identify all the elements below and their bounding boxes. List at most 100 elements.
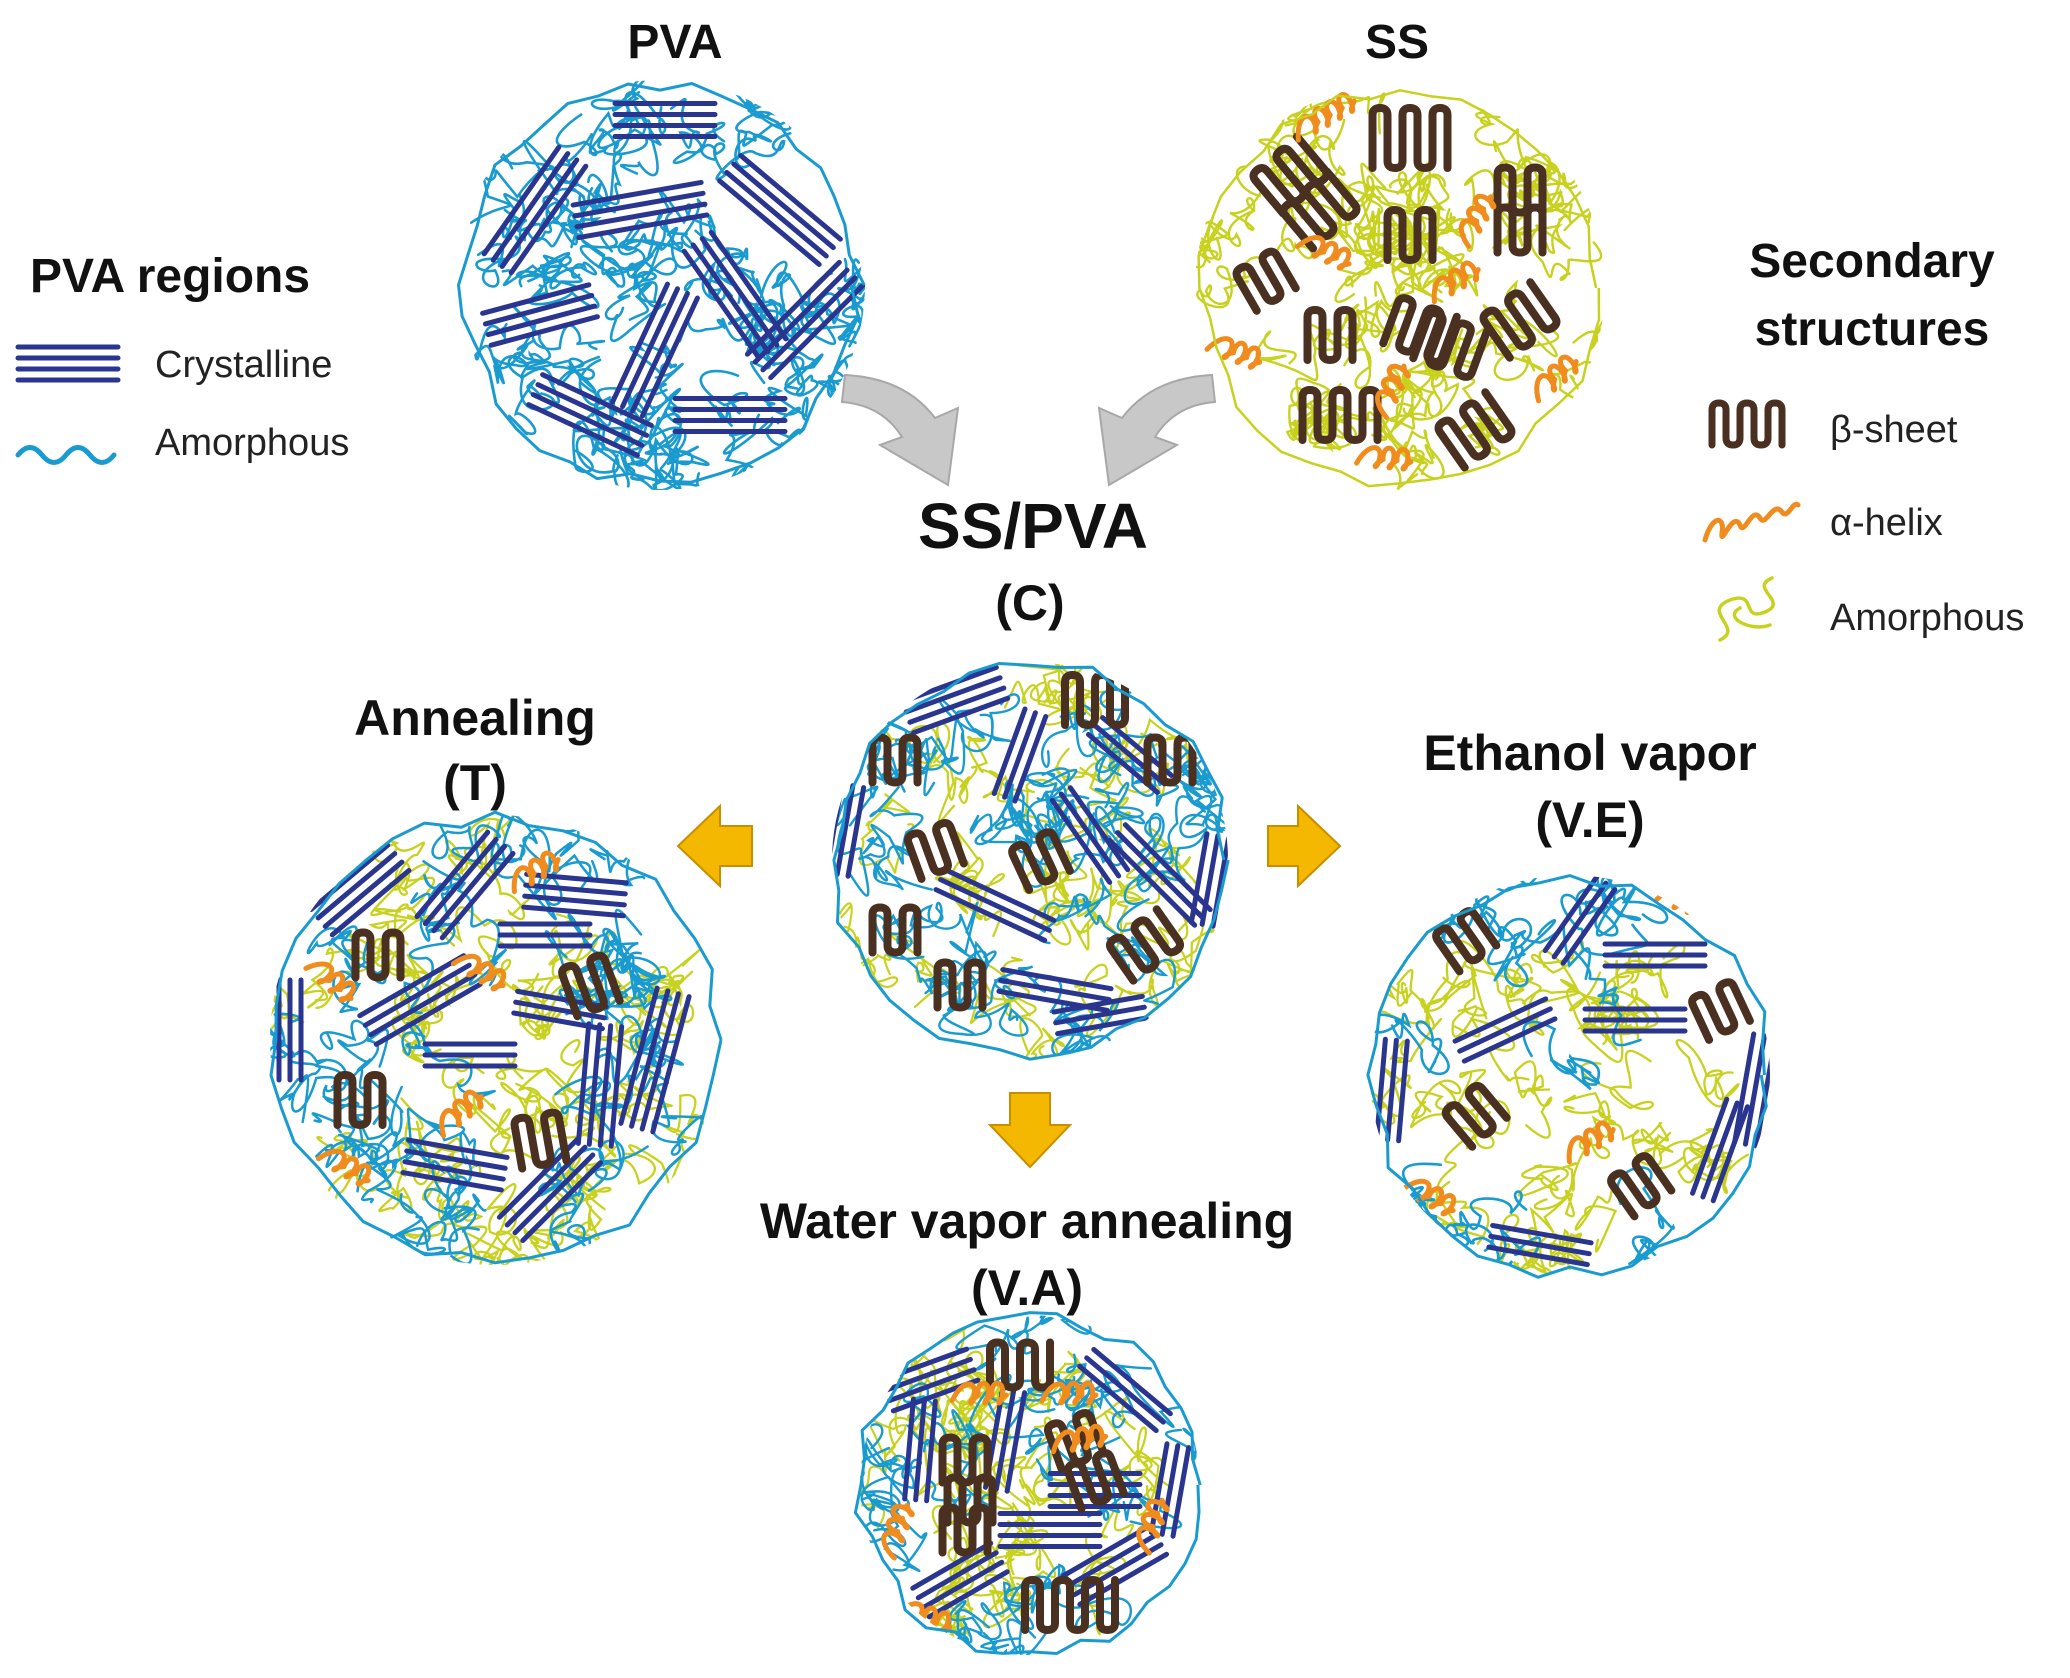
secondary-legend: Secondary structures β-sheet α-helix Amo… (1702, 235, 2024, 642)
beta-sheet (1493, 203, 1547, 257)
alpha-helix (1039, 1380, 1099, 1406)
alpha-helix (315, 1148, 372, 1187)
pva-amorphous-chain (977, 1563, 1065, 1641)
pva-amorphous-chain (594, 951, 660, 1007)
ss-amorphous-chain (1563, 1091, 1663, 1167)
ss-amorphous-chain (1105, 1449, 1169, 1517)
blend-particle (832, 662, 1230, 1061)
pva-amorphous-label: Amorphous (155, 422, 349, 464)
alpha-helix (303, 961, 356, 1003)
pva-amorphous-chain (1086, 781, 1146, 828)
secondary-legend-title-1: Secondary (1749, 235, 1995, 288)
beta-sheet-icon (1708, 399, 1786, 449)
crystalline-lines-icon (15, 344, 121, 383)
pva-amorphous-chain (1370, 1012, 1450, 1076)
crystalline-lamella (1486, 1222, 1594, 1268)
crystalline-lamella (480, 282, 600, 348)
crystalline-lamella (910, 1540, 1010, 1620)
beta-sheet (1368, 104, 1452, 172)
ss-amorphous-chain (1530, 940, 1617, 1045)
ss-amorphous-chain (1032, 898, 1087, 946)
crystalline-lamella (575, 1021, 625, 1149)
pva-amorphous-chain (639, 1041, 703, 1156)
beta-sheet (903, 819, 968, 883)
ss-amorphous-chain (1675, 1039, 1740, 1108)
ss-amorphous-chain (1574, 1179, 1618, 1253)
ss-amorphous-chain (1195, 165, 1263, 264)
beta-sheet (1298, 386, 1382, 444)
ss-amorphous-chain (1003, 679, 1076, 715)
beta-sheet (1441, 1081, 1511, 1151)
crystalline-lamella (1452, 996, 1558, 1064)
pva-amorphous-chain (873, 913, 913, 952)
ethanol-code: (V.E) (1535, 792, 1644, 848)
pva-amorphous-chain (885, 901, 989, 995)
ss-amorphous-chain (1343, 308, 1372, 390)
ss-amorphous-chain (1069, 874, 1141, 951)
alpha-helix-icon (1702, 501, 1801, 543)
pva-amorphous-chain (1021, 802, 1078, 888)
pva-amorphous-chain (1023, 1353, 1087, 1413)
pva-amorphous-chain (858, 785, 924, 879)
beta-sheet (1688, 978, 1754, 1044)
pva-amorphous-chain (873, 845, 933, 891)
pva-amorphous-chain (1001, 794, 1090, 837)
ss-amorphous-chain (1275, 204, 1313, 260)
pva-amorphous-chain (1094, 805, 1125, 867)
crystalline-lamella (1374, 1036, 1410, 1144)
ss-amorphous-chain (832, 902, 899, 988)
ss-to-blend-arrow (1097, 373, 1217, 487)
crystalline-lamella (422, 1041, 518, 1069)
ss-amorphous-chain (1255, 323, 1324, 382)
pva-legend-title: PVA regions (30, 250, 310, 303)
ethanol-title: Ethanol vapor (1423, 725, 1756, 781)
crystalline-lamella (1542, 875, 1618, 966)
beta-sheet (1063, 1449, 1128, 1513)
pva-amorphous-chain (1036, 791, 1107, 874)
crystalline-lamella (481, 144, 589, 276)
pva-amorphous-chain (1616, 1166, 1675, 1266)
ss-amorphous-chain (1566, 959, 1640, 1064)
pva-amorphous-chain (319, 1019, 390, 1072)
crystalline-lamella (902, 1396, 938, 1504)
amorphous-wave-icon (15, 445, 117, 465)
beta-sheet (868, 733, 922, 787)
pva-amorphous-chain (1594, 885, 1669, 937)
crystalline-lamella (570, 179, 710, 241)
water-code: (V.A) (971, 1260, 1083, 1316)
crystalline-lamella (400, 1137, 510, 1193)
blend-boundary (832, 662, 1230, 1061)
alpha-helix (439, 1089, 484, 1139)
beta-sheet (1303, 306, 1357, 364)
beta-sheet (1105, 905, 1185, 985)
crystalline-lamella (832, 781, 867, 879)
ss-amorphous-chain (1018, 1452, 1072, 1508)
ss-amorphous-chain (1688, 1127, 1750, 1195)
pva-amorphous-chain (470, 152, 554, 224)
ss-amorphous-boundary (1197, 89, 1601, 488)
crystalline-lamella (612, 101, 718, 139)
crystalline-lamella (618, 985, 692, 1135)
beta-sheet (1021, 1576, 1119, 1634)
pva-amorphous-chain (270, 1012, 301, 1059)
pva-amorphous-chain (507, 349, 601, 411)
pva-amorphous-chain (882, 901, 997, 968)
pva-amorphous-chain (515, 251, 572, 304)
pva-amorphous-chain (968, 1637, 1021, 1655)
beta-sheet (558, 951, 624, 1021)
ss-amorphous-chain (1368, 215, 1466, 276)
ss-amorphous-chain (1022, 850, 1090, 905)
pva-amorphous-chain (924, 968, 973, 1001)
pva-amorphous-chain (590, 80, 659, 177)
alpha-helix (881, 1502, 915, 1561)
beta-sheet (1232, 247, 1300, 315)
ss-amorphous-chain (439, 906, 518, 958)
ss-title: SS (1365, 16, 1429, 69)
alpha-helix-label: α-helix (1830, 502, 1943, 544)
pva-title: PVA (627, 16, 722, 69)
pva-amorphous-chain (549, 1192, 597, 1263)
alpha-helix (1534, 354, 1579, 404)
ss-amorphous-chain (1079, 724, 1130, 784)
crystalline-lamella (991, 706, 1049, 804)
ss-amorphous-chain (1549, 1100, 1617, 1200)
